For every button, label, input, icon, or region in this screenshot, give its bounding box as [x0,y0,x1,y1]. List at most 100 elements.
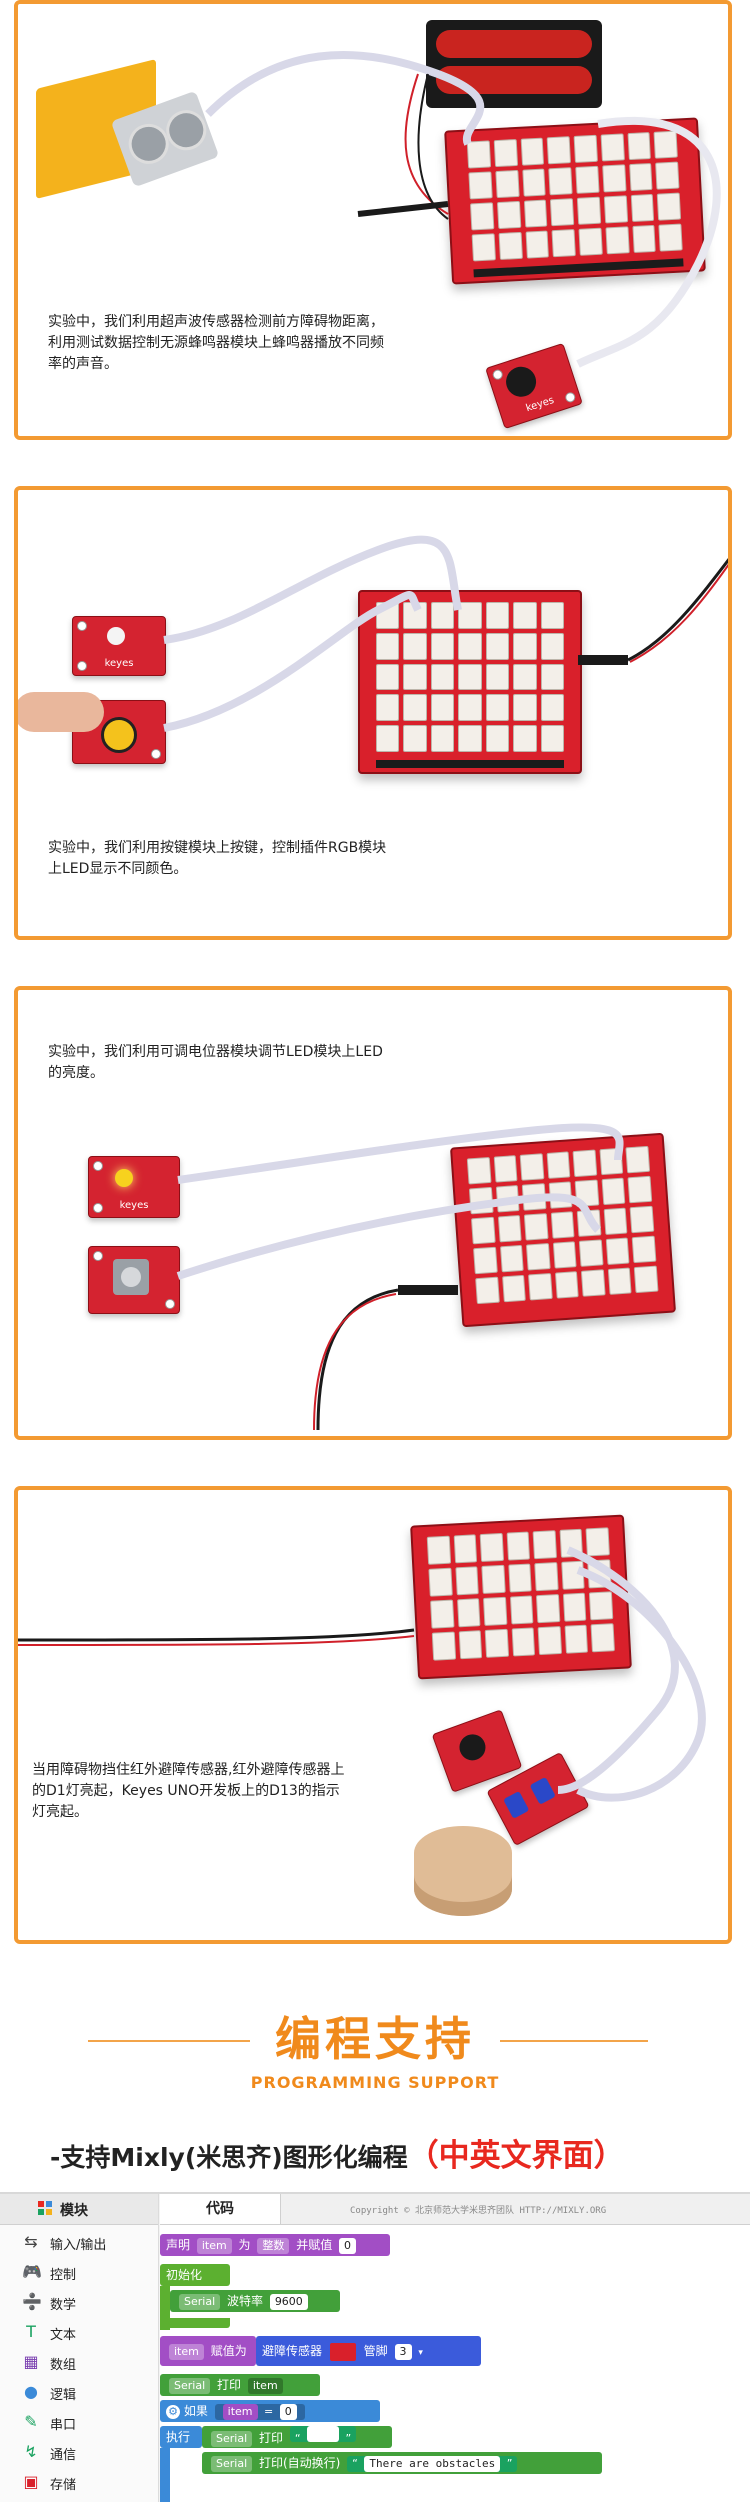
block-keyword: 波特率 [226,2294,263,2308]
sidebar-tab-modules[interactable]: 模块 [0,2194,158,2225]
sidebar-category-0[interactable]: ⇆输入/输出 [0,2228,158,2256]
experiment-card-ultrasonic: keyes 实验中，我们利用超声波传感器检测前方障碍物距离， 利用测试数据控制无… [14,0,732,440]
sidebar-category-label: 存储 [50,2478,77,2493]
block-keyword: 打印(自动换行) [258,2456,341,2470]
module-brand-label: keyes [119,1200,149,1211]
sidebar-category-label: 数组 [50,2358,77,2373]
block-keyword: 打印 [258,2431,283,2445]
serial-port-dropdown[interactable]: Serial [179,2294,221,2310]
block-declare-variable[interactable]: 声明 item 为 整数 并赋值 0 [160,2234,390,2256]
buzzer-module: keyes [485,342,583,430]
type-dropdown[interactable]: 整数 [257,2238,290,2254]
variable-pill[interactable]: item [169,2344,204,2360]
section-title: 编程支持 [275,2012,475,2066]
math-icon: ➗ [22,2292,42,2311]
sidebar-category-1[interactable]: 🎮 控制 [0,2258,158,2286]
setup-footer-bar [160,2318,230,2328]
serial-port-dropdown[interactable]: Serial [211,2431,253,2447]
empty-text-field[interactable] [307,2426,340,2442]
block-obstacle-sensor[interactable]: 避障传感器 管脚 3 ▾ [256,2336,481,2366]
sidebar-category-label: 串口 [50,2418,77,2433]
sidebar-category-label: 数学 [50,2298,77,2313]
block-assign-sensor[interactable]: item 赋值为 [160,2336,256,2366]
sidebar-category-5[interactable]: ● 逻辑 [0,2378,158,2406]
card-description: 实验中，我们利用按键模块上按键，控制插件RGB模块 上LED显示不同颜色。 [48,840,387,877]
text-field[interactable]: There are obstacles [364,2456,501,2472]
pin-dropdown[interactable]: 3 [394,2344,412,2360]
block-serial-baud[interactable]: Serial 波特率 9600 [170,2290,340,2312]
plug-icon: ✎ [24,2412,38,2431]
array-icon: ▦ [23,2352,39,2371]
potentiometer-module [88,1246,180,1314]
code-workspace: 代码 Copyright © 北京师范大学米思齐团队 HTTP://MIXLY.… [160,2194,750,2502]
support-statement: -支持Mixly(米思齐)图形化编程（中英文界面） [50,2130,625,2175]
value-field[interactable]: 0 [279,2404,297,2420]
sidebar-category-4[interactable]: ▦ 数组 [0,2348,158,2376]
text-literal[interactable]: “ ” [289,2426,357,2445]
block-if[interactable]: ⚙ 如果 item = 0 [160,2400,380,2422]
bulb-icon: ● [24,2382,38,2401]
text-icon: T [26,2322,36,2341]
section-subtitle: PROGRAMMING SUPPORT [250,2073,500,2092]
gamepad-icon: 🎮 [22,2262,42,2281]
if-body-bar [160,2448,170,2502]
wooden-obstacle [414,1826,512,1916]
quote-close: ” [345,2432,352,2445]
block-keyword: 管脚 [363,2344,388,2358]
operator-dropdown[interactable]: = [264,2405,274,2418]
sidebar-category-8[interactable]: ▣ 存储 [0,2468,158,2496]
sidebar-category-label: 逻辑 [50,2388,77,2403]
comm-icon: ↯ [24,2442,38,2461]
serial-port-dropdown[interactable]: Serial [169,2378,211,2394]
variable-pill[interactable]: item [247,2378,283,2394]
sidebar-category-2[interactable]: ➗ 数学 [0,2288,158,2316]
block-keyword: 并赋值 [296,2238,333,2252]
gear-icon[interactable]: ⚙ [166,2405,180,2419]
rgb-module: keyes [72,616,166,676]
value-field[interactable]: 0 [339,2238,357,2254]
io-shield-board [449,1132,677,1328]
module-brand-label: keyes [104,658,134,669]
block-keyword: 避障传感器 [262,2344,323,2358]
card-description: 当用障碍物挡住红外避障传感器,红外避障传感器上 的D1灯亮起，Keyes UNO… [32,1762,345,1820]
block-setup[interactable]: 初始化 [160,2264,230,2286]
card-description: 实验中，我们利用可调电位器模块调节LED模块上LED 的亮度。 [48,1044,383,1081]
battery-box [426,20,602,108]
block-keyword: 执行 [166,2430,191,2444]
io-shield-board [410,1514,632,1680]
workspace-tabbar: 代码 Copyright © 北京师范大学米思齐团队 HTTP://MIXLY.… [160,2194,750,2225]
block-keyword: 赋值为 [210,2344,247,2358]
sidebar-category-6[interactable]: ✎ 串口 [0,2408,158,2436]
block-serial-print[interactable]: Serial 打印 item [160,2374,320,2396]
baud-value-field[interactable]: 9600 [269,2294,308,2310]
block-serial-println[interactable]: Serial 打印(自动换行) “ There are obstacles ” [202,2452,602,2474]
puzzle-icon [38,2201,52,2215]
block-keyword: 打印 [216,2378,241,2392]
storage-icon: ▣ [23,2472,39,2491]
block-keyword: 初始化 [166,2268,203,2282]
block-serial-print-empty[interactable]: Serial 打印 “ ” [202,2426,392,2448]
experiment-card-rgb: keyes 实验中，我们利用按键模块上按键，控制插件RGB模块 上LED显示不同… [14,486,732,940]
setup-body-bar [160,2286,170,2330]
quote-close: ” [506,2457,513,2470]
block-keyword: 声明 [166,2238,191,2252]
sidebar-category-label: 通信 [50,2448,77,2463]
title-divider-left [88,2040,250,2042]
variable-pill[interactable]: item [196,2238,232,2254]
variable-pill[interactable]: item [222,2404,258,2420]
support-highlight: （中英文界面） [407,2138,625,2174]
sidebar-category-7[interactable]: ↯ 通信 [0,2438,158,2466]
block-do-label: 执行 [160,2426,202,2448]
io-icon: ⇆ [24,2232,38,2251]
experiment-card-potentiometer: keyes 实验中，我们利用可调电位器模块调节LED模块上LED 的亮度。 [14,986,732,1440]
serial-port-dropdown[interactable]: Serial [211,2456,253,2472]
sidebar-category-label: 控制 [50,2268,77,2283]
experiment-card-infrared: 当用障碍物挡住红外避障传感器,红外避障传感器上 的D1灯亮起，Keyes UNO… [14,1486,732,1944]
card-description: 实验中，我们利用超声波传感器检测前方障碍物距离， 利用测试数据控制无源蜂鸣器模块… [48,314,384,372]
finger-pressing [18,692,104,732]
text-literal[interactable]: “ There are obstacles ” [347,2456,518,2472]
tab-code[interactable]: 代码 [160,2194,281,2224]
